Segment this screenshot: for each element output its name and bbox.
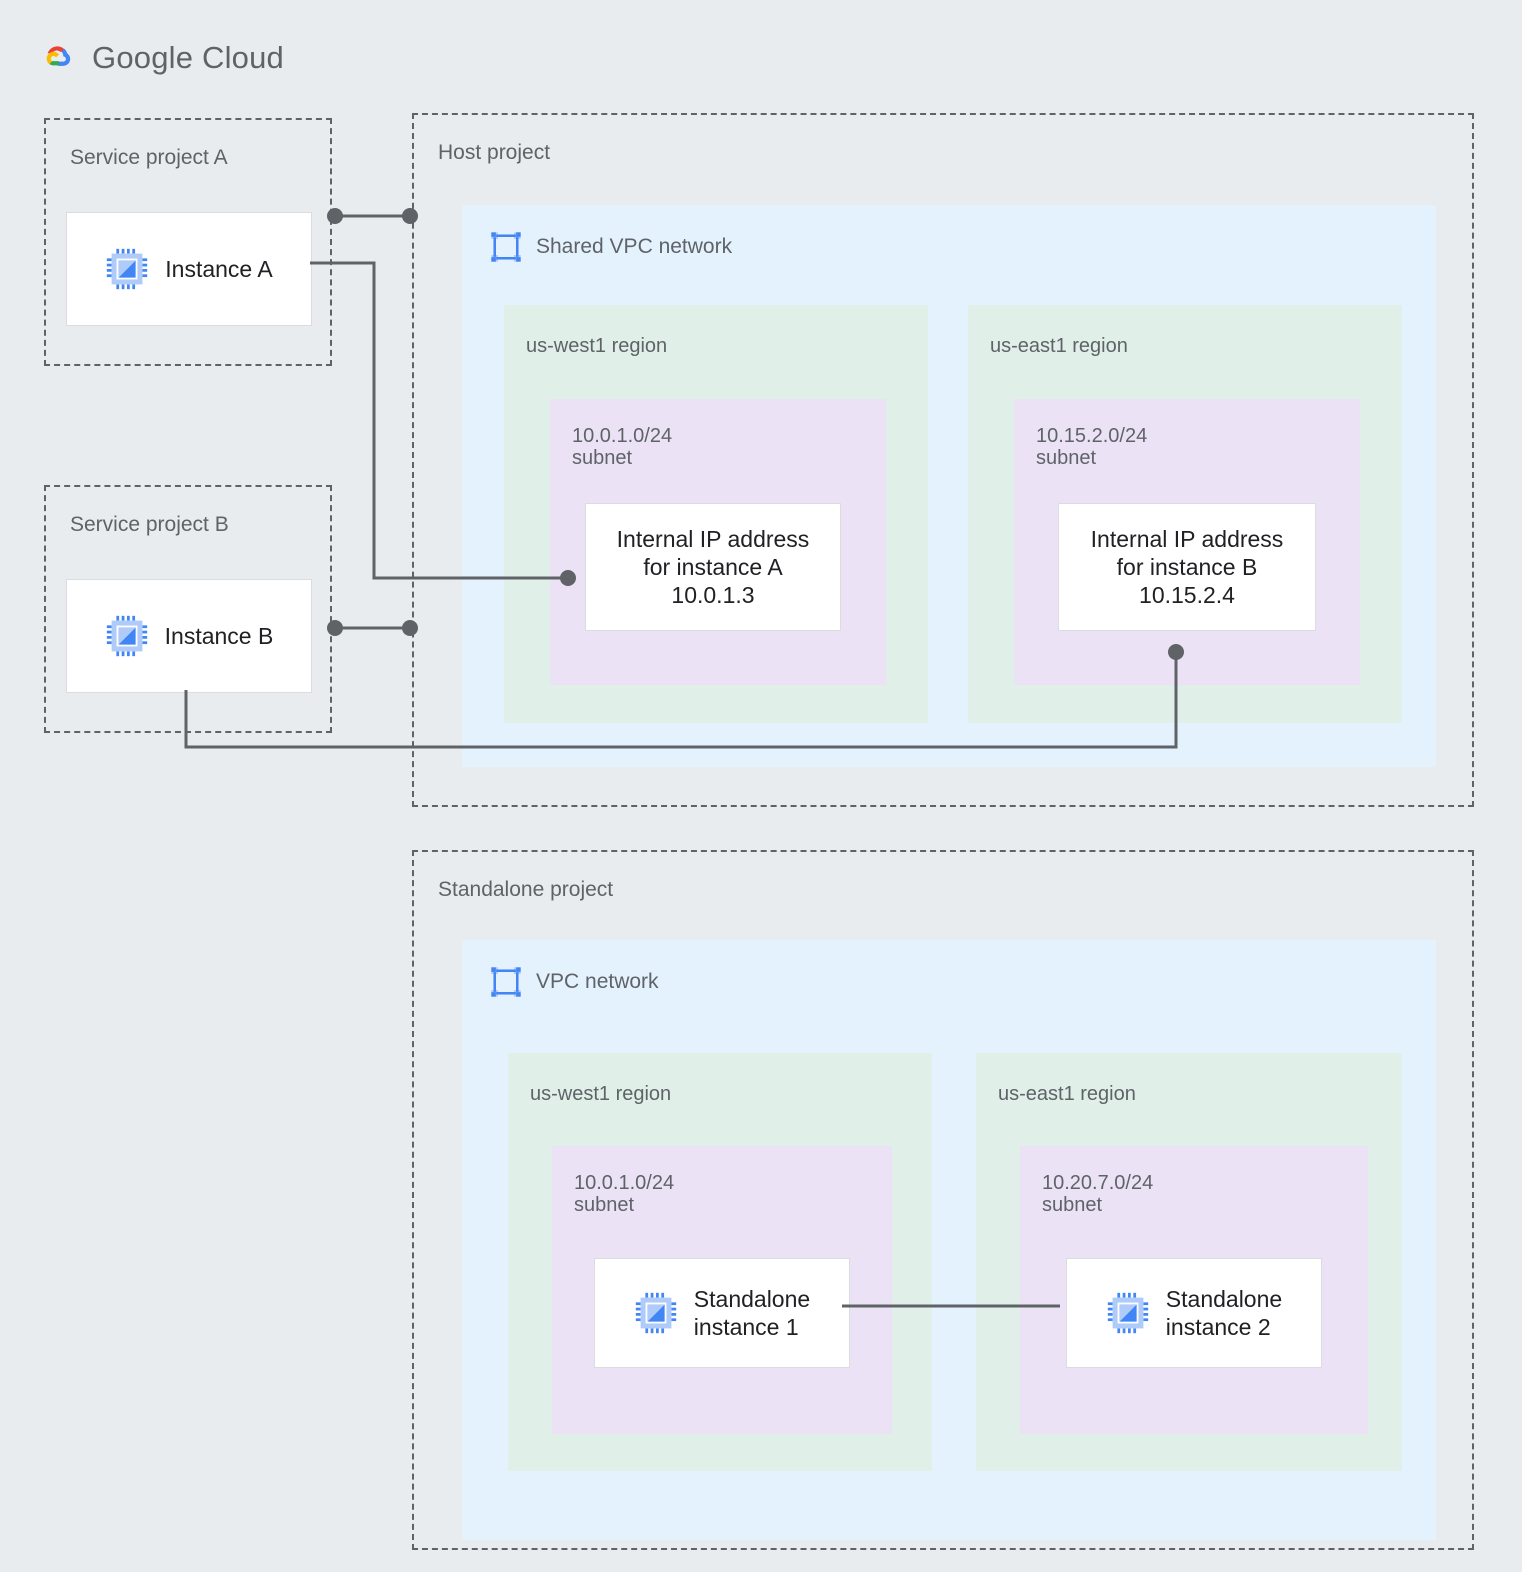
standalone-subnet-10-0-1-0-24-label: 10.0.1.0/24 subnet [574,1172,675,1216]
shared-vpc-network-header: Shared VPC network [490,231,732,263]
shared-vpc-network-label: Shared VPC network [536,235,733,258]
vpc-network-icon [491,967,521,997]
host-subnet-10-15-2-0-24-label: 10.15.2.0/24 subnet [1036,425,1148,469]
standalone-instance-2-node[interactable]: Standalone instance 2 [1066,1258,1322,1368]
internal-ip-instance-a-label: Internal IP address for instance A 10.0.… [616,525,810,609]
compute-instance-icon [635,1292,676,1334]
vpc-network-panel[interactable]: VPC network us-west1 region 10.0.1.0/24 … [462,940,1436,1540]
instance-b-node[interactable]: Instance B [66,579,312,693]
host-project-container[interactable]: Host project Shared VPC network us-west1 [412,113,1474,807]
standalone-region-us-east1[interactable]: us-east1 region 10.20.7.0/24 subnet [976,1053,1402,1471]
standalone-instance-1-label: Standalone instance 1 [693,1285,811,1340]
host-region-us-east1[interactable]: us-east1 region 10.15.2.0/24 subnet Inte… [968,305,1402,723]
host-region-us-west1-label: us-west1 region [526,335,668,357]
standalone-instance-2-label: Standalone instance 2 [1165,1285,1283,1340]
compute-instance-icon [106,615,147,657]
instance-b-label: Instance B [164,622,274,649]
brand-google: Google [92,40,194,75]
service-project-b-container[interactable]: Service project B Instance B [44,485,332,733]
service-project-a-container[interactable]: Service project A Instance A [44,118,332,366]
internal-ip-instance-b-node[interactable]: Internal IP address for instance B 10.15… [1058,503,1316,631]
vpc-network-label: VPC network [536,970,659,993]
standalone-project-label: Standalone project [438,878,614,901]
google-cloud-logo-icon [46,46,71,66]
vpc-network-icon [491,232,521,262]
standalone-subnet-10-20-7-0-24[interactable]: 10.20.7.0/24 subnet [1020,1146,1368,1434]
shared-vpc-network-panel[interactable]: Shared VPC network us-west1 region 10.0.… [462,205,1436,767]
standalone-region-us-west1-label: us-west1 region [530,1083,672,1105]
standalone-subnet-10-20-7-0-24-label: 10.20.7.0/24 subnet [1042,1172,1154,1216]
host-subnet-10-0-1-0-24-label: 10.0.1.0/24 subnet [572,425,673,469]
host-subnet-10-0-1-0-24[interactable]: 10.0.1.0/24 subnet Internal IP address f… [550,399,886,685]
brand-cloud: Cloud [202,40,284,75]
service-project-b-label: Service project B [70,513,229,536]
vpc-network-header: VPC network [490,966,659,998]
host-region-us-east1-label: us-east1 region [990,335,1128,357]
host-subnet-10-15-2-0-24[interactable]: 10.15.2.0/24 subnet Internal IP address … [1014,399,1360,685]
standalone-region-us-west1[interactable]: us-west1 region 10.0.1.0/24 subnet [508,1053,932,1471]
standalone-instance-1-node[interactable]: Standalone instance 1 [594,1258,850,1368]
service-project-a-label: Service project A [70,146,228,169]
standalone-subnet-10-0-1-0-24[interactable]: 10.0.1.0/24 subnet [552,1146,892,1434]
host-region-us-west1[interactable]: us-west1 region 10.0.1.0/24 subnet Inter… [504,305,928,723]
internal-ip-instance-b-label: Internal IP address for instance B 10.15… [1090,525,1284,609]
google-cloud-wordmark: Google Cloud [92,40,284,76]
host-project-label: Host project [438,141,551,164]
standalone-region-us-east1-label: us-east1 region [998,1083,1136,1105]
google-cloud-logo: Google Cloud [34,36,284,80]
internal-ip-instance-a-node[interactable]: Internal IP address for instance A 10.0.… [585,503,841,631]
standalone-project-container[interactable]: Standalone project VPC network us-west1 … [412,850,1474,1550]
instance-a-label: Instance A [165,255,273,282]
compute-instance-icon [107,248,148,290]
compute-instance-icon [1107,1292,1148,1334]
instance-a-node[interactable]: Instance A [66,212,312,326]
